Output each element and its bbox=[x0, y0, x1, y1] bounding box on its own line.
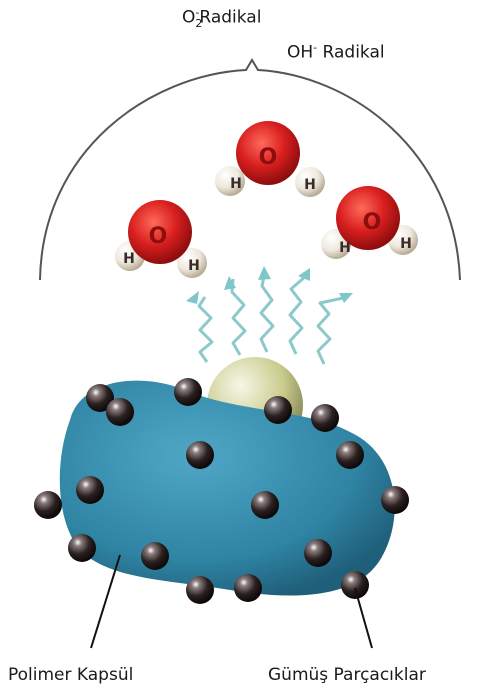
hydrogen-label: H bbox=[339, 240, 351, 256]
wave-arrow bbox=[232, 279, 245, 355]
oh-radical-label: OH- Radikal bbox=[287, 41, 385, 63]
silver-pointer-line bbox=[355, 588, 372, 648]
oxygen-label: O bbox=[149, 224, 168, 249]
wave-arrow bbox=[199, 297, 212, 362]
polymer-capsule-label: Polimer Kapsül bbox=[8, 665, 133, 685]
oxygen-label: O bbox=[259, 145, 278, 170]
hydrogen-label: H bbox=[188, 258, 200, 274]
wave-arrow bbox=[318, 298, 343, 364]
wave-arrow bbox=[290, 276, 306, 354]
hydrogen-label: H bbox=[230, 176, 242, 192]
hydrogen-label: H bbox=[304, 177, 316, 193]
polymer-pointer-line bbox=[91, 555, 120, 648]
hydrogen-label: H bbox=[400, 236, 412, 252]
energy-waves bbox=[199, 272, 343, 364]
silver-particles-label: Gümüş Parçacıklar bbox=[268, 665, 426, 685]
o2-radical-label: O2-Radikal bbox=[182, 6, 261, 30]
oxygen-label: O bbox=[363, 210, 382, 235]
wave-arrow bbox=[261, 272, 273, 352]
hydrogen-label: H bbox=[123, 251, 135, 267]
